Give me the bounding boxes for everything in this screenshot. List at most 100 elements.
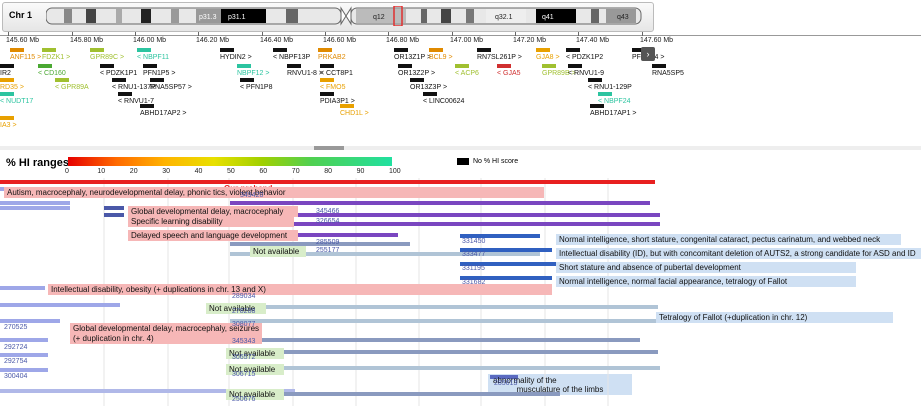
gene-label[interactable]: RNA5SP57 > <box>150 84 192 91</box>
gene-label[interactable]: < GJA5 <box>497 70 521 77</box>
gene-label[interactable]: GPR89C > <box>90 54 125 61</box>
gene-bar[interactable] <box>632 48 646 52</box>
cnv-segment[interactable] <box>230 366 660 370</box>
gene-bar[interactable] <box>240 78 254 82</box>
gene-label[interactable]: < CD160 <box>38 70 66 77</box>
scroll-right-button[interactable]: › <box>641 47 655 61</box>
cnv-id-label[interactable]: 306715 <box>232 371 256 378</box>
gene-label[interactable]: FDZK1 > <box>42 54 71 61</box>
gene-bar[interactable] <box>55 78 69 82</box>
gene-label[interactable]: OR13Z3P > <box>410 84 448 91</box>
gene-bar[interactable] <box>287 64 301 68</box>
gene-label[interactable]: ABHD17AP1 > <box>590 110 637 117</box>
cnv-id-label[interactable]: 285509 <box>316 239 340 246</box>
gene-bar[interactable] <box>320 78 334 82</box>
gene-label[interactable]: < RNU1-137P <box>112 84 156 91</box>
gene-bar[interactable] <box>90 48 104 52</box>
cnv-segment[interactable] <box>0 338 48 342</box>
gene-label[interactable]: IR2 <box>0 70 11 77</box>
cnv-id-label[interactable]: 285613 <box>494 380 518 387</box>
gene-bar[interactable] <box>429 48 443 52</box>
gene-label[interactable]: ANF115 > <box>10 54 42 61</box>
chromosome-bands[interactable] <box>46 6 646 26</box>
gene-label[interactable]: CHD1L > <box>340 110 369 117</box>
gene-bar[interactable] <box>320 92 334 96</box>
gene-bar[interactable] <box>273 48 287 52</box>
cnv-id-label[interactable]: 306572 <box>232 354 256 361</box>
cnv-id-label[interactable]: 292724 <box>4 344 28 351</box>
gene-bar[interactable] <box>0 92 14 96</box>
gene-label[interactable]: RN7SL261P > <box>477 54 522 61</box>
cnv-id-label[interactable]: 255177 <box>316 247 340 254</box>
gene-label[interactable]: < PFN1P8 <box>240 84 273 91</box>
cnv-segment[interactable] <box>230 305 658 309</box>
gene-label[interactable]: BCL9 > <box>429 54 453 61</box>
gene-label[interactable]: NBPF12 > <box>237 70 270 77</box>
gene-label[interactable]: < LINC00624 <box>423 98 465 105</box>
gene-label[interactable]: GPR89B > <box>542 70 576 77</box>
gene-label[interactable]: IA3 > <box>0 122 17 129</box>
gene-bar[interactable] <box>536 48 550 52</box>
gene-bar[interactable] <box>143 64 157 68</box>
cnv-segment[interactable] <box>230 213 660 217</box>
cnv-id-label[interactable]: 331450 <box>462 238 486 245</box>
gene-label[interactable]: < NUDT17 <box>0 98 34 105</box>
cnv-segment[interactable] <box>230 350 658 354</box>
cnv-segment[interactable] <box>0 201 70 205</box>
gene-bar[interactable] <box>497 64 511 68</box>
gene-label[interactable]: PDIA3P1 > <box>320 98 355 105</box>
gene-label[interactable]: < FMO5 <box>320 84 346 91</box>
cnv-segment[interactable] <box>230 233 398 237</box>
gene-bar[interactable] <box>477 48 491 52</box>
gene-bar[interactable] <box>410 78 424 82</box>
gene-bar[interactable] <box>588 78 602 82</box>
gene-bar[interactable] <box>455 64 469 68</box>
gene-bar[interactable] <box>38 64 52 68</box>
cnv-segment[interactable] <box>0 319 60 323</box>
gene-label[interactable]: RNA5SP5 <box>652 70 684 77</box>
cnv-segment[interactable] <box>230 319 660 323</box>
gene-label[interactable]: GJA8 > <box>536 54 560 61</box>
cnv-segment[interactable] <box>0 206 70 210</box>
cnv-segment[interactable] <box>230 242 410 246</box>
cnv-id-label[interactable]: 333477 <box>462 251 486 258</box>
cnv-id-label[interactable]: 300404 <box>4 373 28 380</box>
gene-bar[interactable] <box>590 104 604 108</box>
gene-bar[interactable] <box>394 48 408 52</box>
cnv-id-label[interactable]: 326654 <box>316 218 340 225</box>
cnv-segment[interactable] <box>0 368 48 372</box>
gene-bar[interactable] <box>568 64 582 68</box>
cnv-id-label[interactable]: 331195 <box>462 265 485 272</box>
cnv-id-label[interactable]: 345343 <box>232 338 256 345</box>
gene-bar[interactable] <box>423 92 437 96</box>
cnv-segment[interactable] <box>0 286 45 290</box>
gene-label[interactable]: < NBPF13P <box>273 54 311 61</box>
cnv-segment[interactable] <box>460 248 552 252</box>
gene-label[interactable]: OR13Z2P > <box>398 70 436 77</box>
gene-label[interactable]: OR13Z1P > <box>394 54 432 61</box>
cnv-segment[interactable] <box>460 234 540 238</box>
gene-bar[interactable] <box>398 64 412 68</box>
gene-label[interactable]: < GPR89A <box>55 84 89 91</box>
proband-bar[interactable] <box>0 180 655 184</box>
gene-bar[interactable] <box>340 104 354 108</box>
gene-bar[interactable] <box>137 48 151 52</box>
gene-bar[interactable] <box>320 64 334 68</box>
gene-label[interactable]: < RNVU1-9 <box>568 70 604 77</box>
cnv-segment[interactable] <box>230 201 650 205</box>
cnv-segment[interactable] <box>460 262 590 266</box>
cnv-segment[interactable] <box>104 206 124 210</box>
cnv-id-label[interactable]: 250676 <box>232 396 256 403</box>
gene-label[interactable]: < ACP6 <box>455 70 479 77</box>
gene-bar[interactable] <box>566 48 580 52</box>
cnv-id-label[interactable]: 278288 <box>232 308 256 315</box>
gene-label[interactable]: < CCT8P1 <box>320 70 353 77</box>
gene-label[interactable]: < NBPF24 <box>598 98 631 105</box>
gene-label[interactable]: < RNVU1-7 <box>118 98 154 105</box>
cnv-segment[interactable] <box>230 392 560 396</box>
gene-bar[interactable] <box>118 92 132 96</box>
horizontal-scrollbar[interactable] <box>0 146 921 150</box>
gene-bar[interactable] <box>150 78 164 82</box>
gene-bar[interactable] <box>237 64 251 68</box>
cnv-segment[interactable] <box>460 276 552 280</box>
